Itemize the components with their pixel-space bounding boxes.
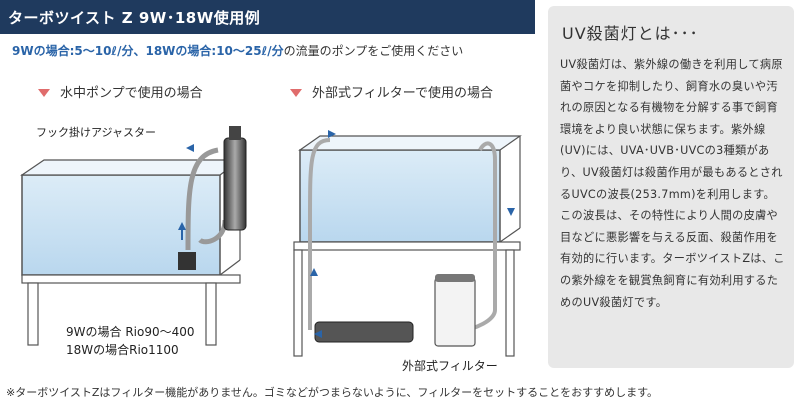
aquarium-tank (299, 149, 501, 243)
page-title: ターボツイスト Z 9W･18W使用例 (8, 9, 261, 27)
uv-sterilizer-unit (223, 137, 247, 231)
section-external-label: 外部式フィルターで使用の場合 (312, 86, 493, 101)
uv-info-title: UV殺菌灯とは･･･ (562, 24, 699, 43)
hook-adjuster-label: フック掛けアジャスター (36, 126, 157, 139)
uv-info-panel: UV殺菌灯とは･･･ UV殺菌灯は、紫外線の働きを利用して病原菌やコケを抑制した… (548, 6, 794, 368)
section-external: 外部式フィルターで使用の場合 (290, 82, 493, 101)
flow-rate-note: 9Wの場合:5～10ℓ/分、18Wの場合:10～25ℓ/分の流量のポンプをご使用… (12, 42, 463, 59)
submersible-diagram (20, 126, 247, 346)
external-filter-unit (434, 277, 476, 347)
uv-info-body: UV殺菌灯は、紫外線の働きを利用して病原菌やコケを抑制したり、飼育水の臭いや汚れ… (560, 58, 785, 309)
flow-rate-highlight: 9Wの場合:5～10ℓ/分、18Wの場合:10～25ℓ/分 (12, 44, 284, 58)
section-submersible: 水中ポンプで使用の場合 (38, 82, 203, 101)
external-filter-label: 外部式フィルター (402, 359, 498, 373)
external-filter-diagram (293, 130, 522, 357)
submersible-pump (178, 252, 196, 270)
footnote: ※ターボツイストZはフィルター機能がありません。ゴミなどがつまらないように、フィ… (6, 386, 658, 399)
rio-9w-label: 9Wの場合 Rio90～400 (66, 325, 195, 339)
triangle-marker-icon (290, 88, 302, 97)
header-bar: ターボツイスト Z 9W･18W使用例 (0, 0, 535, 34)
section-submersible-label: 水中ポンプで使用の場合 (60, 86, 203, 101)
flow-rate-rest: の流量のポンプをご使用ください (283, 44, 464, 58)
rio-18w-label: 18Wの場合Rio1100 (66, 343, 179, 357)
uv-sterilizer-unit (314, 321, 414, 343)
triangle-marker-icon (38, 88, 50, 97)
